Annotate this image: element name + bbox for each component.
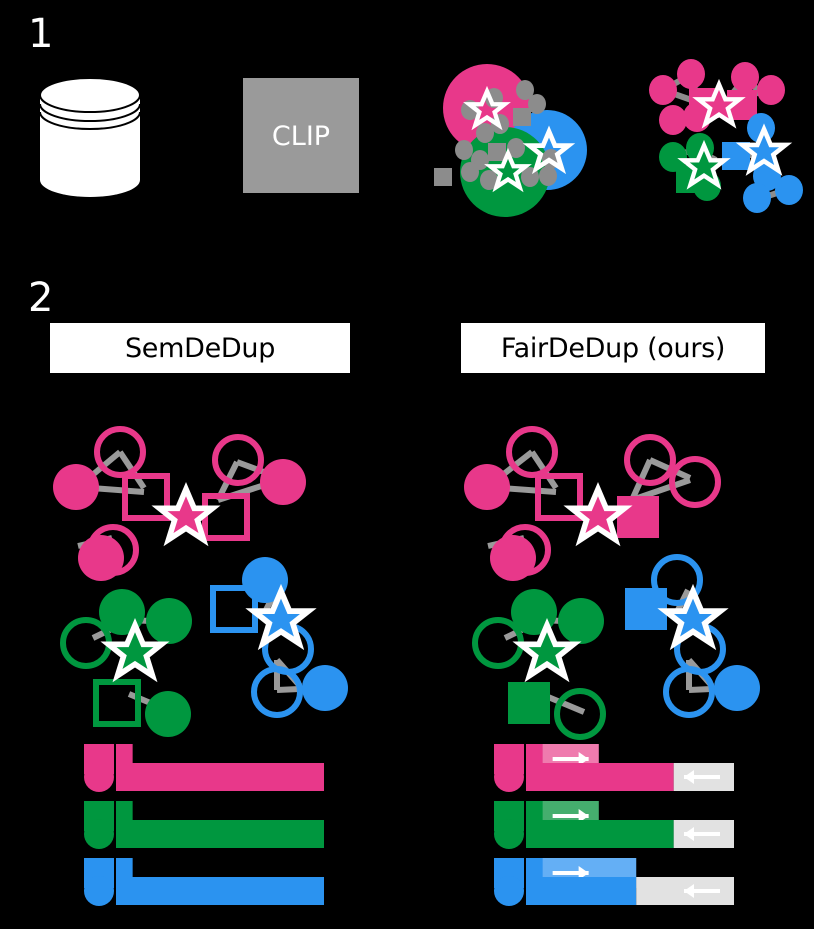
bar-arrow-right-icon	[552, 752, 589, 766]
bar-value	[116, 877, 324, 905]
bar-arrow-right-icon	[552, 866, 589, 880]
node-kept-circle	[714, 665, 760, 711]
node-kept-circle	[53, 464, 99, 510]
bar-chart-fairdedup	[494, 744, 734, 906]
node-kept-square	[508, 682, 550, 724]
node-kept-square	[625, 588, 667, 630]
clip-model-box: CLIP	[243, 78, 359, 193]
step-2-number: 2	[28, 275, 54, 321]
cluster-blob-green	[460, 127, 550, 217]
bar-value	[526, 877, 637, 905]
node-removed-square	[535, 473, 583, 521]
bar-arrow-left-icon	[684, 770, 720, 784]
node-removed-circle	[251, 666, 303, 718]
node-kept-circle	[558, 598, 604, 644]
node-removed-circle	[472, 617, 524, 669]
node-kept-square	[617, 496, 659, 538]
fairdedup-star-blue	[666, 591, 721, 643]
bar-legend-circle-icon	[494, 819, 524, 849]
node-removed-circle	[506, 426, 558, 478]
bar-value	[116, 820, 324, 848]
semdedup-green-nodes	[60, 589, 192, 737]
bar-value	[526, 763, 674, 791]
bar-arrow-left-icon	[684, 827, 720, 841]
step-1-number: 1	[28, 11, 54, 57]
node-kept-circle	[146, 598, 192, 644]
bar-value	[526, 820, 674, 848]
bar-legend-circle-icon	[494, 876, 524, 906]
bar-legend-circle-icon	[84, 876, 114, 906]
node-removed-circle	[651, 554, 703, 606]
node-kept-circle	[78, 535, 124, 581]
bar-value	[116, 763, 324, 791]
node-removed-circle	[663, 666, 715, 718]
bar-legend-circle-icon	[494, 762, 524, 792]
assigned-graph-group	[649, 59, 803, 213]
node-removed-circle	[212, 434, 264, 486]
method-header-semdedup: SemDeDup	[50, 323, 350, 373]
bar-legend-circle-icon	[84, 762, 114, 792]
node-removed-square	[202, 493, 250, 541]
fairdedup-graph	[464, 426, 760, 740]
bar-chart-semdedup	[84, 744, 324, 906]
fairdedup-green-nodes	[472, 589, 606, 740]
node-removed-circle	[669, 456, 721, 508]
node-kept-circle	[260, 459, 306, 505]
bar-legend-circle-icon	[84, 819, 114, 849]
semdedup-graph	[53, 426, 348, 737]
fairdedup-blue-nodes	[625, 554, 760, 718]
node-removed-circle	[554, 688, 606, 740]
bar-arrow-right-icon	[552, 809, 589, 823]
node-removed-circle	[60, 617, 112, 669]
node-kept-circle	[490, 535, 536, 581]
fairdedup-pink-nodes	[464, 426, 721, 581]
method-header-fairdedup: FairDeDup (ours)	[461, 323, 765, 373]
semdedup-blue-nodes	[210, 557, 348, 718]
database-cylinder-icon	[39, 77, 141, 197]
semdedup-pink-nodes	[53, 426, 306, 581]
node-kept-circle	[302, 665, 348, 711]
cluster-blobs-group	[434, 64, 587, 217]
node-kept-circle	[464, 464, 510, 510]
node-kept-circle	[145, 691, 191, 737]
node-removed-circle	[94, 426, 146, 478]
bar-arrow-left-icon	[684, 884, 720, 898]
clip-label: CLIP	[272, 121, 330, 152]
node-removed-square	[93, 679, 141, 727]
node-removed-square	[122, 473, 170, 521]
node-removed-circle	[624, 434, 676, 486]
